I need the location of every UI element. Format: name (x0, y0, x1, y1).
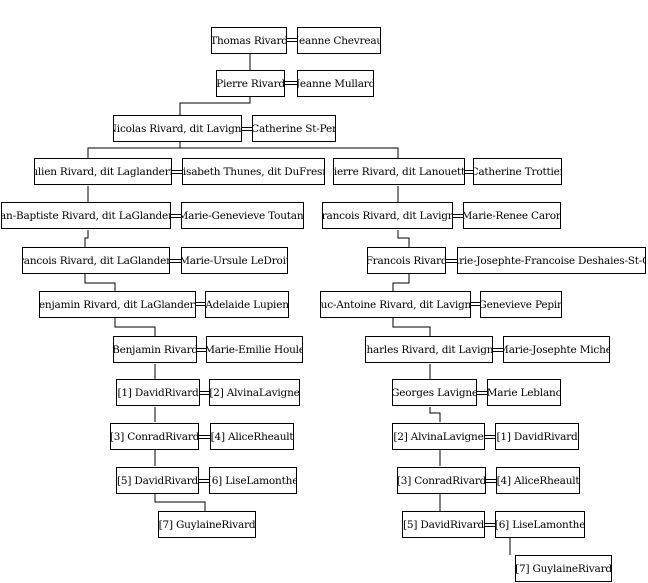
person-box-marie-leblanc: Marie Leblanc (487, 379, 561, 406)
person-box-left-alvina-lavigne-2: [2] AlvinaLavigne (209, 379, 300, 406)
person-box-left-guylaine-rivard-7: [7] GuylaineRivard (158, 511, 256, 538)
person-box-pierre-rivard-lanouette: Pierre Rivard, dit Lanouette (333, 158, 465, 185)
person-box-elisabeth-thunes: Elisabeth Thunes, dit DuFresne (182, 158, 325, 185)
person-box-marie-josephte-francoise: Marie-Josephte-Francoise Deshaies-St-Cyr (457, 247, 646, 274)
person-box-thomas-rivard: Thomas Rivard (211, 27, 287, 54)
person-box-right-alice-rheault-4: [4] AliceRheault (496, 467, 580, 494)
person-box-marie-renee-caron: Marie-Renee Caron (463, 202, 561, 229)
person-box-left-lise-lamonthe-6: [6] LiseLamonthe (209, 467, 297, 494)
person-box-right-david-rivard-1: [1] DavidRivard (495, 423, 579, 450)
person-box-left-david-rivard-1: [1] DavidRivard (116, 379, 200, 406)
person-box-georges-lavigne: Georges Lavigne (392, 379, 477, 406)
person-box-marie-emilie-houle: Marie-Emilie Houle (206, 336, 303, 363)
person-box-jeanne-mullard: Jeanne Mullard (297, 70, 374, 97)
person-box-right-guylaine-rivard-7: [7] GuylaineRivard (515, 555, 612, 582)
person-box-pierre-rivard: Pierre Rivard (216, 70, 285, 97)
person-box-left-alice-rheault-4: [4] AliceRheault (210, 423, 294, 450)
person-box-catherine-trottier: Catherine Trottier (473, 158, 562, 185)
person-box-marie-ursule-ledroit: Marie-Ursule LeDroit (181, 247, 288, 274)
person-box-left-conrad-rivard-3: [3] ConradRivard (110, 423, 199, 450)
person-box-right-lise-lamonthe-6: [6] LiseLamonthe (495, 511, 585, 538)
person-box-benjamin-rivard: Benjamin Rivard (113, 336, 197, 363)
person-box-right-alvina-lavigne-2: [2] AlvinaLavigne (392, 423, 485, 450)
person-box-genevieve-pepin: Genevieve Pepin (480, 291, 562, 318)
person-box-marie-josephte-michel: Marie-Josephte Michel (503, 336, 610, 363)
person-box-adelaide-lupien: Adelaide Lupien (205, 291, 289, 318)
person-box-right-david-rivard-5: [5] DavidRivard (402, 511, 485, 538)
person-box-charles-rivard: Charles Rivard, dit Lavigne (365, 336, 493, 363)
person-box-right-conrad-rivard-3: [3] ConradRivard (397, 467, 486, 494)
person-box-left-david-rivard-5: [5] DavidRivard (116, 467, 199, 494)
person-box-catherine-st-per: Catherine St-Per (252, 115, 336, 142)
person-box-francois-rivard-lavigne: Francois Rivard, dit Lavigne (322, 202, 453, 229)
person-box-jeanne-chevreau: Jeanne Chevreau (297, 27, 381, 54)
person-box-nicolas-rivard: Nicolas Rivard, dit Lavigne (113, 115, 242, 142)
marriage-links (170, 38, 503, 527)
person-box-jean-baptiste-rivard: Jean-Baptiste Rivard, dit LaGlanderie (1, 202, 171, 229)
descent-links (84, 53, 511, 555)
person-box-francois-rivard: Francois Rivard (367, 247, 446, 274)
person-box-marie-genevieve-toutant: Marie-Genevieve Toutant (181, 202, 304, 229)
person-box-julien-rivard: Julien Rivard, dit Laglanderie (34, 158, 172, 185)
person-box-francois-rivard-laglanderie: Francois Rivard, dit LaGlanderie (22, 247, 170, 274)
person-box-luc-antoine-rivard: Luc-Antoine Rivard, dit Lavigne (320, 291, 471, 318)
person-box-benjamin-rivard-laglanderie: Benjamin Rivard, dit LaGlanderie (39, 291, 196, 318)
